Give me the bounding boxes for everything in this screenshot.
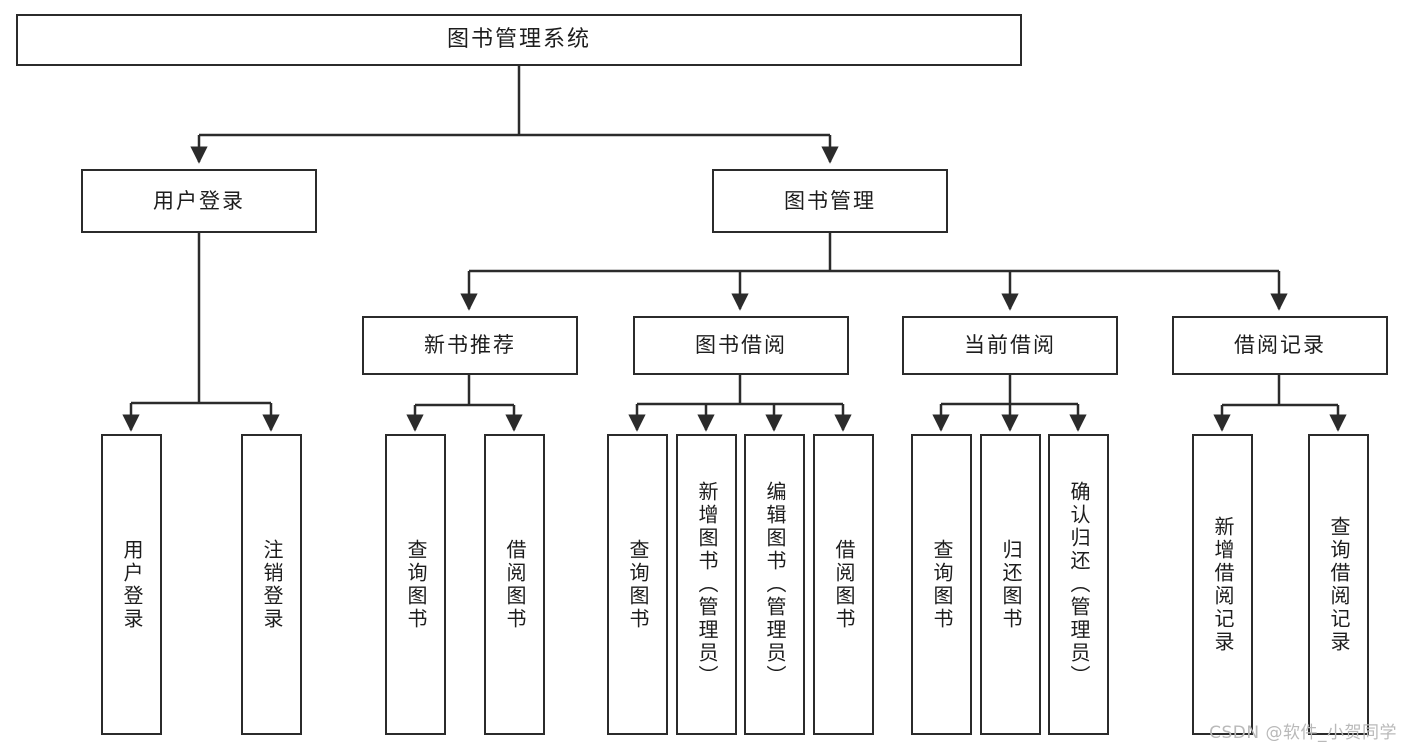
node-user-login[interactable]: 用户登录 bbox=[81, 169, 317, 233]
csdn-watermark: CSDN @软件_小贺同学 bbox=[1209, 723, 1397, 743]
node-new-book-rec[interactable]: 新书推荐 bbox=[362, 316, 578, 375]
node-label: 新增借阅记录 bbox=[1211, 515, 1235, 654]
leaf-borrow-book-new-rec[interactable]: 借阅图书 bbox=[484, 434, 545, 735]
leaf-query-borrow-record[interactable]: 查询借阅记录 bbox=[1308, 434, 1369, 735]
leaf-edit-book-admin[interactable]: 编辑图书（管理员） bbox=[744, 434, 805, 735]
node-book-borrow[interactable]: 图书借阅 bbox=[633, 316, 849, 375]
leaf-query-book-borrow[interactable]: 查询图书 bbox=[607, 434, 668, 735]
node-label: 新增图书（管理员） bbox=[695, 481, 719, 688]
leaf-logout[interactable]: 注销登录 bbox=[241, 434, 302, 735]
node-label: 图书管理 bbox=[784, 188, 876, 213]
node-label: 查询借阅记录 bbox=[1327, 515, 1351, 654]
node-label: 借阅记录 bbox=[1234, 333, 1326, 358]
node-label: 编辑图书（管理员） bbox=[763, 481, 787, 688]
leaf-return-book[interactable]: 归还图书 bbox=[980, 434, 1041, 735]
node-label: 查询图书 bbox=[930, 538, 954, 631]
leaf-user-login[interactable]: 用户登录 bbox=[101, 434, 162, 735]
node-label: 确认归还（管理员） bbox=[1067, 481, 1091, 688]
leaf-add-borrow-record[interactable]: 新增借阅记录 bbox=[1192, 434, 1253, 735]
node-label: 借阅图书 bbox=[832, 538, 856, 631]
node-label: 归还图书 bbox=[999, 538, 1023, 631]
node-label: 注销登录 bbox=[260, 538, 284, 631]
node-label: 新书推荐 bbox=[424, 333, 516, 358]
node-label: 图书借阅 bbox=[695, 333, 787, 358]
leaf-query-book-current[interactable]: 查询图书 bbox=[911, 434, 972, 735]
leaf-add-book-admin[interactable]: 新增图书（管理员） bbox=[676, 434, 737, 735]
node-book-manage[interactable]: 图书管理 bbox=[712, 169, 948, 233]
node-label: 当前借阅 bbox=[964, 333, 1056, 358]
leaf-confirm-return-admin[interactable]: 确认归还（管理员） bbox=[1048, 434, 1109, 735]
node-label: 查询图书 bbox=[404, 538, 428, 631]
node-label: 用户登录 bbox=[153, 188, 245, 213]
node-root-book-management-system[interactable]: 图书管理系统 bbox=[16, 14, 1022, 66]
node-current-borrow[interactable]: 当前借阅 bbox=[902, 316, 1118, 375]
node-label: 用户登录 bbox=[120, 538, 144, 631]
node-label: 查询图书 bbox=[626, 538, 650, 631]
node-label: 图书管理系统 bbox=[446, 26, 591, 52]
leaf-borrow-book-borrow[interactable]: 借阅图书 bbox=[813, 434, 874, 735]
node-borrow-record[interactable]: 借阅记录 bbox=[1172, 316, 1388, 375]
leaf-query-book-new-rec[interactable]: 查询图书 bbox=[385, 434, 446, 735]
node-label: 借阅图书 bbox=[503, 538, 527, 631]
